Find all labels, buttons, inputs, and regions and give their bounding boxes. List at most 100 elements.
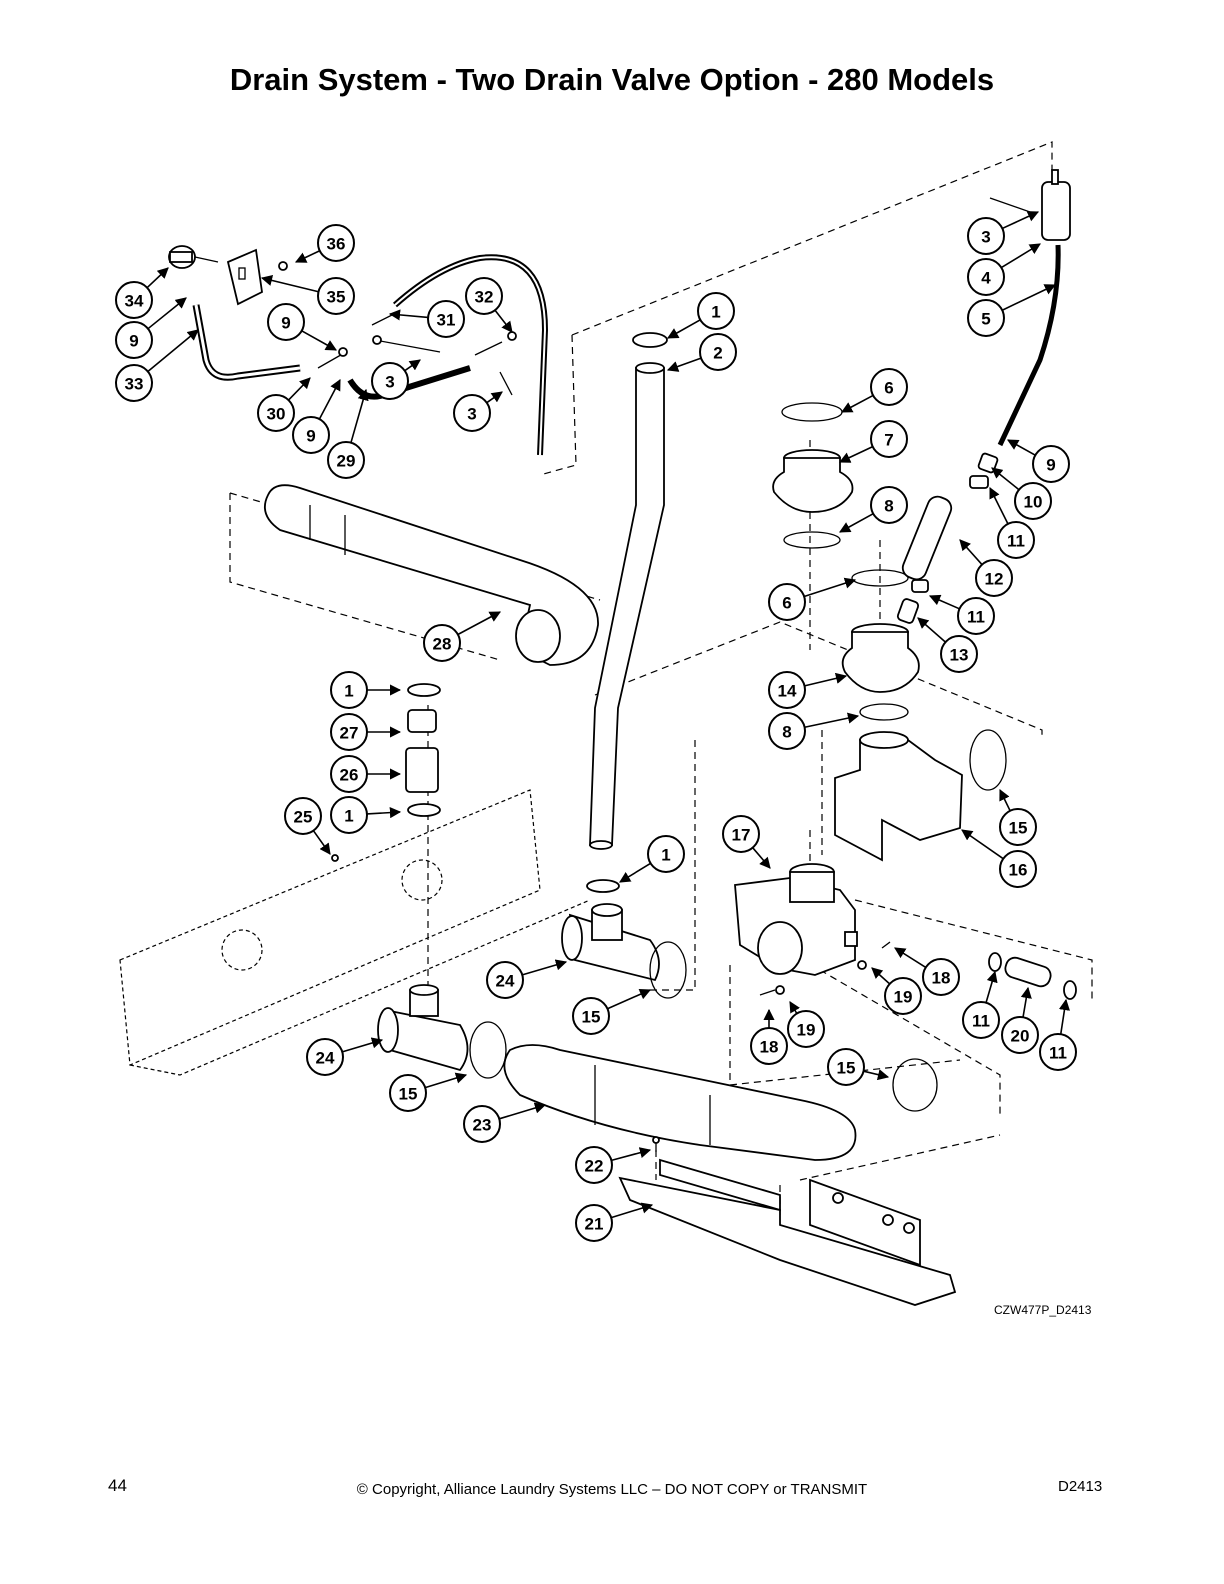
screw-25 [331, 854, 339, 862]
callout-circle [115, 321, 153, 359]
callout-number: 11 [967, 608, 985, 627]
callout-circle [423, 624, 461, 662]
callout-bubble: 32 [465, 277, 503, 315]
callout-leader-line [961, 829, 1004, 860]
callout-circle [330, 796, 368, 834]
callout-leader-line [424, 1072, 468, 1089]
document-id: D2413 [1058, 1478, 1103, 1495]
callout-bubble: 34 [115, 281, 153, 319]
callout-number: 3 [981, 228, 990, 247]
callout-circle [1014, 482, 1052, 520]
callout-bubble: 15 [389, 1074, 427, 1112]
callout-circle [870, 420, 908, 458]
callout-bubble: 35 [317, 277, 355, 315]
callout-leader-line [999, 788, 1011, 812]
callout-number: 18 [760, 1038, 779, 1057]
callout-circle [768, 712, 806, 750]
callout-number: 20 [1011, 1027, 1030, 1046]
callout-bubble: 27 [330, 713, 368, 751]
callout-number: 1 [344, 807, 353, 826]
callout-number: 17 [732, 826, 751, 845]
callout-circle [115, 281, 153, 319]
callout-circle [330, 755, 368, 793]
callout-bubble: 7 [870, 420, 908, 458]
callout-bubble: 30 [257, 394, 295, 432]
callout-leader-line [301, 330, 337, 351]
callout-number: 15 [1009, 819, 1028, 838]
callout-circle [957, 597, 995, 635]
callout-leader-line [404, 359, 421, 372]
callout-bubble: 19 [787, 1010, 825, 1048]
callout-leader-line [928, 594, 960, 610]
callout-number: 21 [585, 1215, 604, 1234]
callout-circle [999, 808, 1037, 846]
callout-number: 1 [661, 846, 670, 865]
callout-number: 9 [281, 314, 290, 333]
callout-leader-line [147, 297, 187, 330]
callout-circle [967, 299, 1005, 337]
callout-leader-line [1002, 211, 1040, 230]
callout-bubble: 19 [884, 977, 922, 1015]
callout-number: 1 [711, 303, 720, 322]
callout-circle [389, 1074, 427, 1112]
callout-bubble: 26 [330, 755, 368, 793]
callout-bubble: 1 [697, 292, 735, 330]
callout-circle [884, 977, 922, 1015]
page-title: Drain System - Two Drain Valve Option - … [229, 62, 995, 97]
vertical-drain-pipe [589, 332, 668, 850]
t-fitting-upper [561, 879, 687, 999]
coupler-stack [405, 683, 441, 817]
copyright-notice: © Copyright, Alliance Laundry Systems LL… [356, 1481, 868, 1498]
mounting-bracket [618, 1136, 957, 1306]
t-fitting-lower [377, 984, 507, 1079]
callout-number: 5 [981, 310, 990, 329]
callout-number: 15 [582, 1008, 601, 1027]
callout-leader-line [1000, 243, 1041, 269]
callout-leader-line [146, 267, 169, 289]
callout-number: 6 [782, 594, 791, 613]
callout-leader-line [607, 988, 652, 1010]
callout-circle [787, 1010, 825, 1048]
callout-circle [870, 368, 908, 406]
lower-drain-valve [734, 863, 891, 996]
callout-bubble: 29 [327, 441, 365, 479]
callout-leader-line [841, 394, 874, 413]
callout-number: 15 [837, 1059, 856, 1078]
callout-number: 36 [327, 235, 346, 254]
callout-leader-line [486, 391, 503, 404]
callout-bubble: 11 [962, 1001, 1000, 1039]
callout-circle [330, 671, 368, 709]
callout-leader-line [863, 1069, 890, 1081]
callout-leader-line [522, 959, 568, 976]
callout-number: 24 [316, 1049, 335, 1068]
callout-bubble: 24 [306, 1038, 344, 1076]
frame-panel [119, 789, 591, 1076]
callout-circle [1039, 1033, 1077, 1071]
callout-number: 10 [1024, 493, 1043, 512]
callout-number: 19 [894, 988, 913, 1007]
callout-bubble: 9 [292, 416, 330, 454]
callout-circle [1001, 1016, 1039, 1054]
callout-leader-line [666, 357, 702, 372]
callout-leader-line [260, 274, 319, 293]
callout-bubble: 9 [1032, 445, 1070, 483]
callout-circle [317, 224, 355, 262]
callout-number: 3 [385, 373, 394, 392]
callout-circle [292, 416, 330, 454]
callout-bubble: 3 [371, 362, 409, 400]
callout-number: 34 [125, 292, 144, 311]
callout-leader-line [804, 672, 848, 687]
callout-leader-line [985, 970, 998, 1003]
callout-bubble: 23 [463, 1105, 501, 1143]
callout-circle [722, 815, 760, 853]
callout-leader-line [1001, 284, 1057, 311]
callout-circle [940, 635, 978, 673]
callout-leader-line [366, 807, 402, 819]
callout-leader-line [839, 512, 874, 533]
callout-number: 25 [294, 808, 313, 827]
callout-circle [997, 521, 1035, 559]
callout-circle [1032, 445, 1070, 483]
callout-bubble: 9 [115, 321, 153, 359]
callout-bubble: 6 [768, 583, 806, 621]
